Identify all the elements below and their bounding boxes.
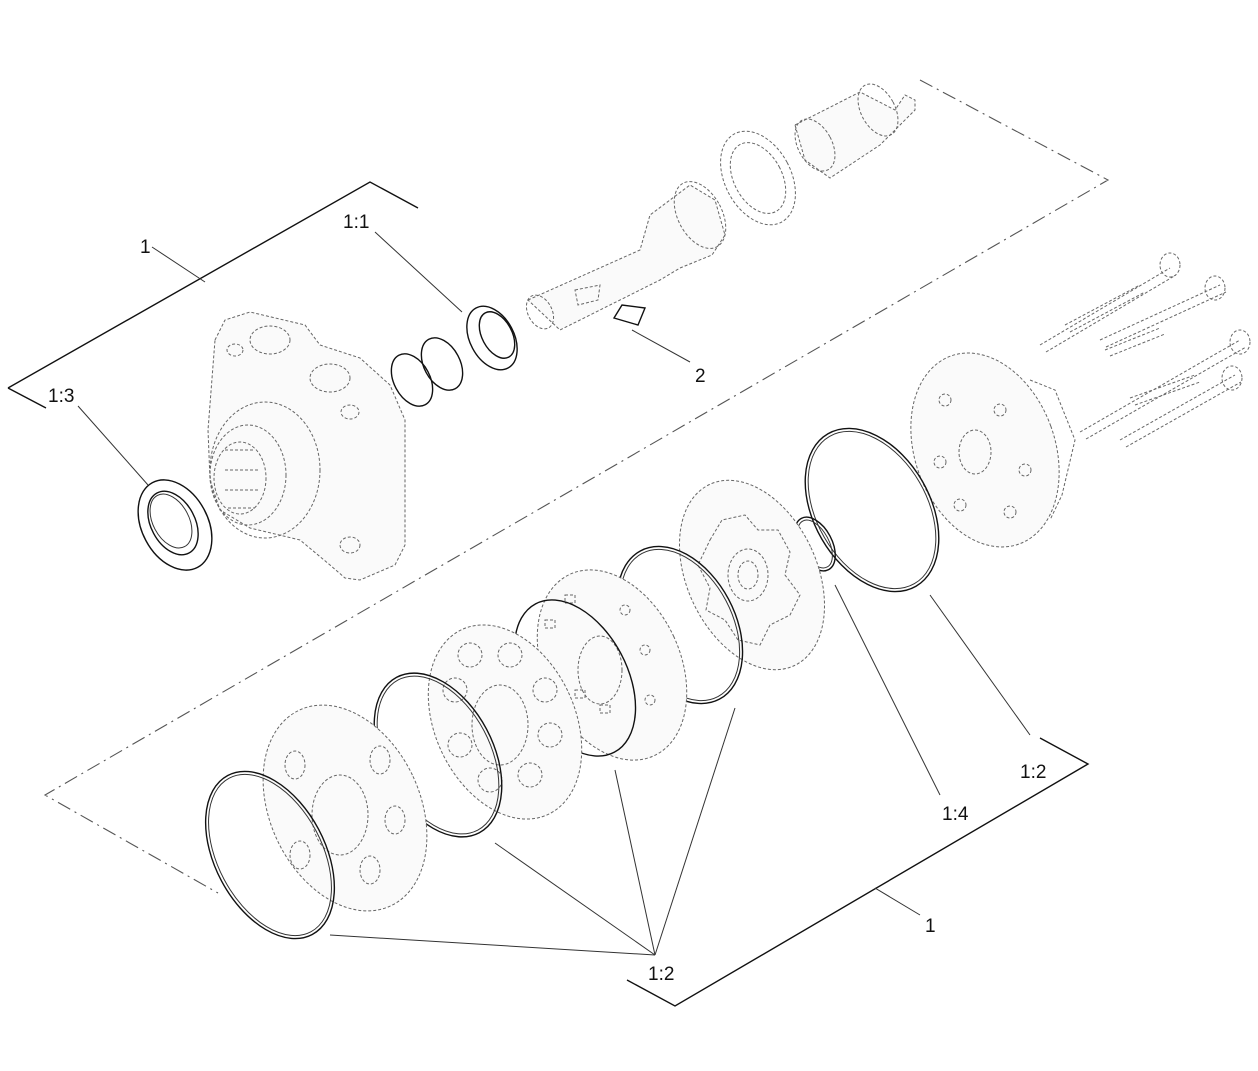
output-shaft bbox=[525, 181, 727, 331]
callout-seal-1-3: 1:3 bbox=[48, 386, 74, 407]
callout-seal-kit-right: 1:2 bbox=[1020, 762, 1046, 783]
leader-assembly-top bbox=[151, 246, 206, 283]
leader-seal-1-3 bbox=[77, 405, 149, 486]
cap-bolts bbox=[1039, 252, 1251, 448]
motor-housing bbox=[207, 311, 406, 581]
leaders-seal-kit-bottom bbox=[329, 707, 736, 956]
assembly-bracket-top bbox=[7, 181, 419, 389]
drive-link bbox=[794, 83, 916, 179]
snap-rings bbox=[390, 337, 464, 407]
callout-seal-1-1: 1:1 bbox=[343, 212, 369, 233]
leader-key-2 bbox=[631, 329, 691, 363]
seal-1-1 bbox=[466, 305, 518, 371]
end-cap bbox=[910, 352, 1076, 548]
leader-seal-kit-right bbox=[929, 594, 1031, 736]
callout-key-2: 2 bbox=[695, 366, 706, 387]
assembly-bracket-bottom bbox=[626, 737, 1090, 1007]
assembly-centerline bbox=[43, 79, 1110, 894]
thrust-bearing bbox=[720, 130, 796, 226]
leader-oring-1-4 bbox=[834, 584, 941, 796]
woodruff-key bbox=[612, 304, 646, 326]
leader-seal-1-1 bbox=[374, 231, 463, 313]
leader-assembly-bottom bbox=[874, 887, 921, 916]
rotor-plate bbox=[427, 624, 583, 820]
oring-front bbox=[204, 770, 336, 940]
callout-assembly-bottom: 1 bbox=[925, 916, 936, 937]
callout-assembly-top: 1 bbox=[140, 237, 151, 258]
callout-oring-1-4: 1:4 bbox=[942, 804, 969, 825]
callout-seal-kit-bottom: 1:2 bbox=[648, 964, 674, 985]
oring-large-right bbox=[804, 427, 940, 593]
assembly-bracket-top-end bbox=[7, 387, 47, 409]
gerotor-star-plate bbox=[678, 479, 826, 671]
seal-1-3 bbox=[137, 479, 213, 571]
front-plate bbox=[262, 704, 428, 912]
